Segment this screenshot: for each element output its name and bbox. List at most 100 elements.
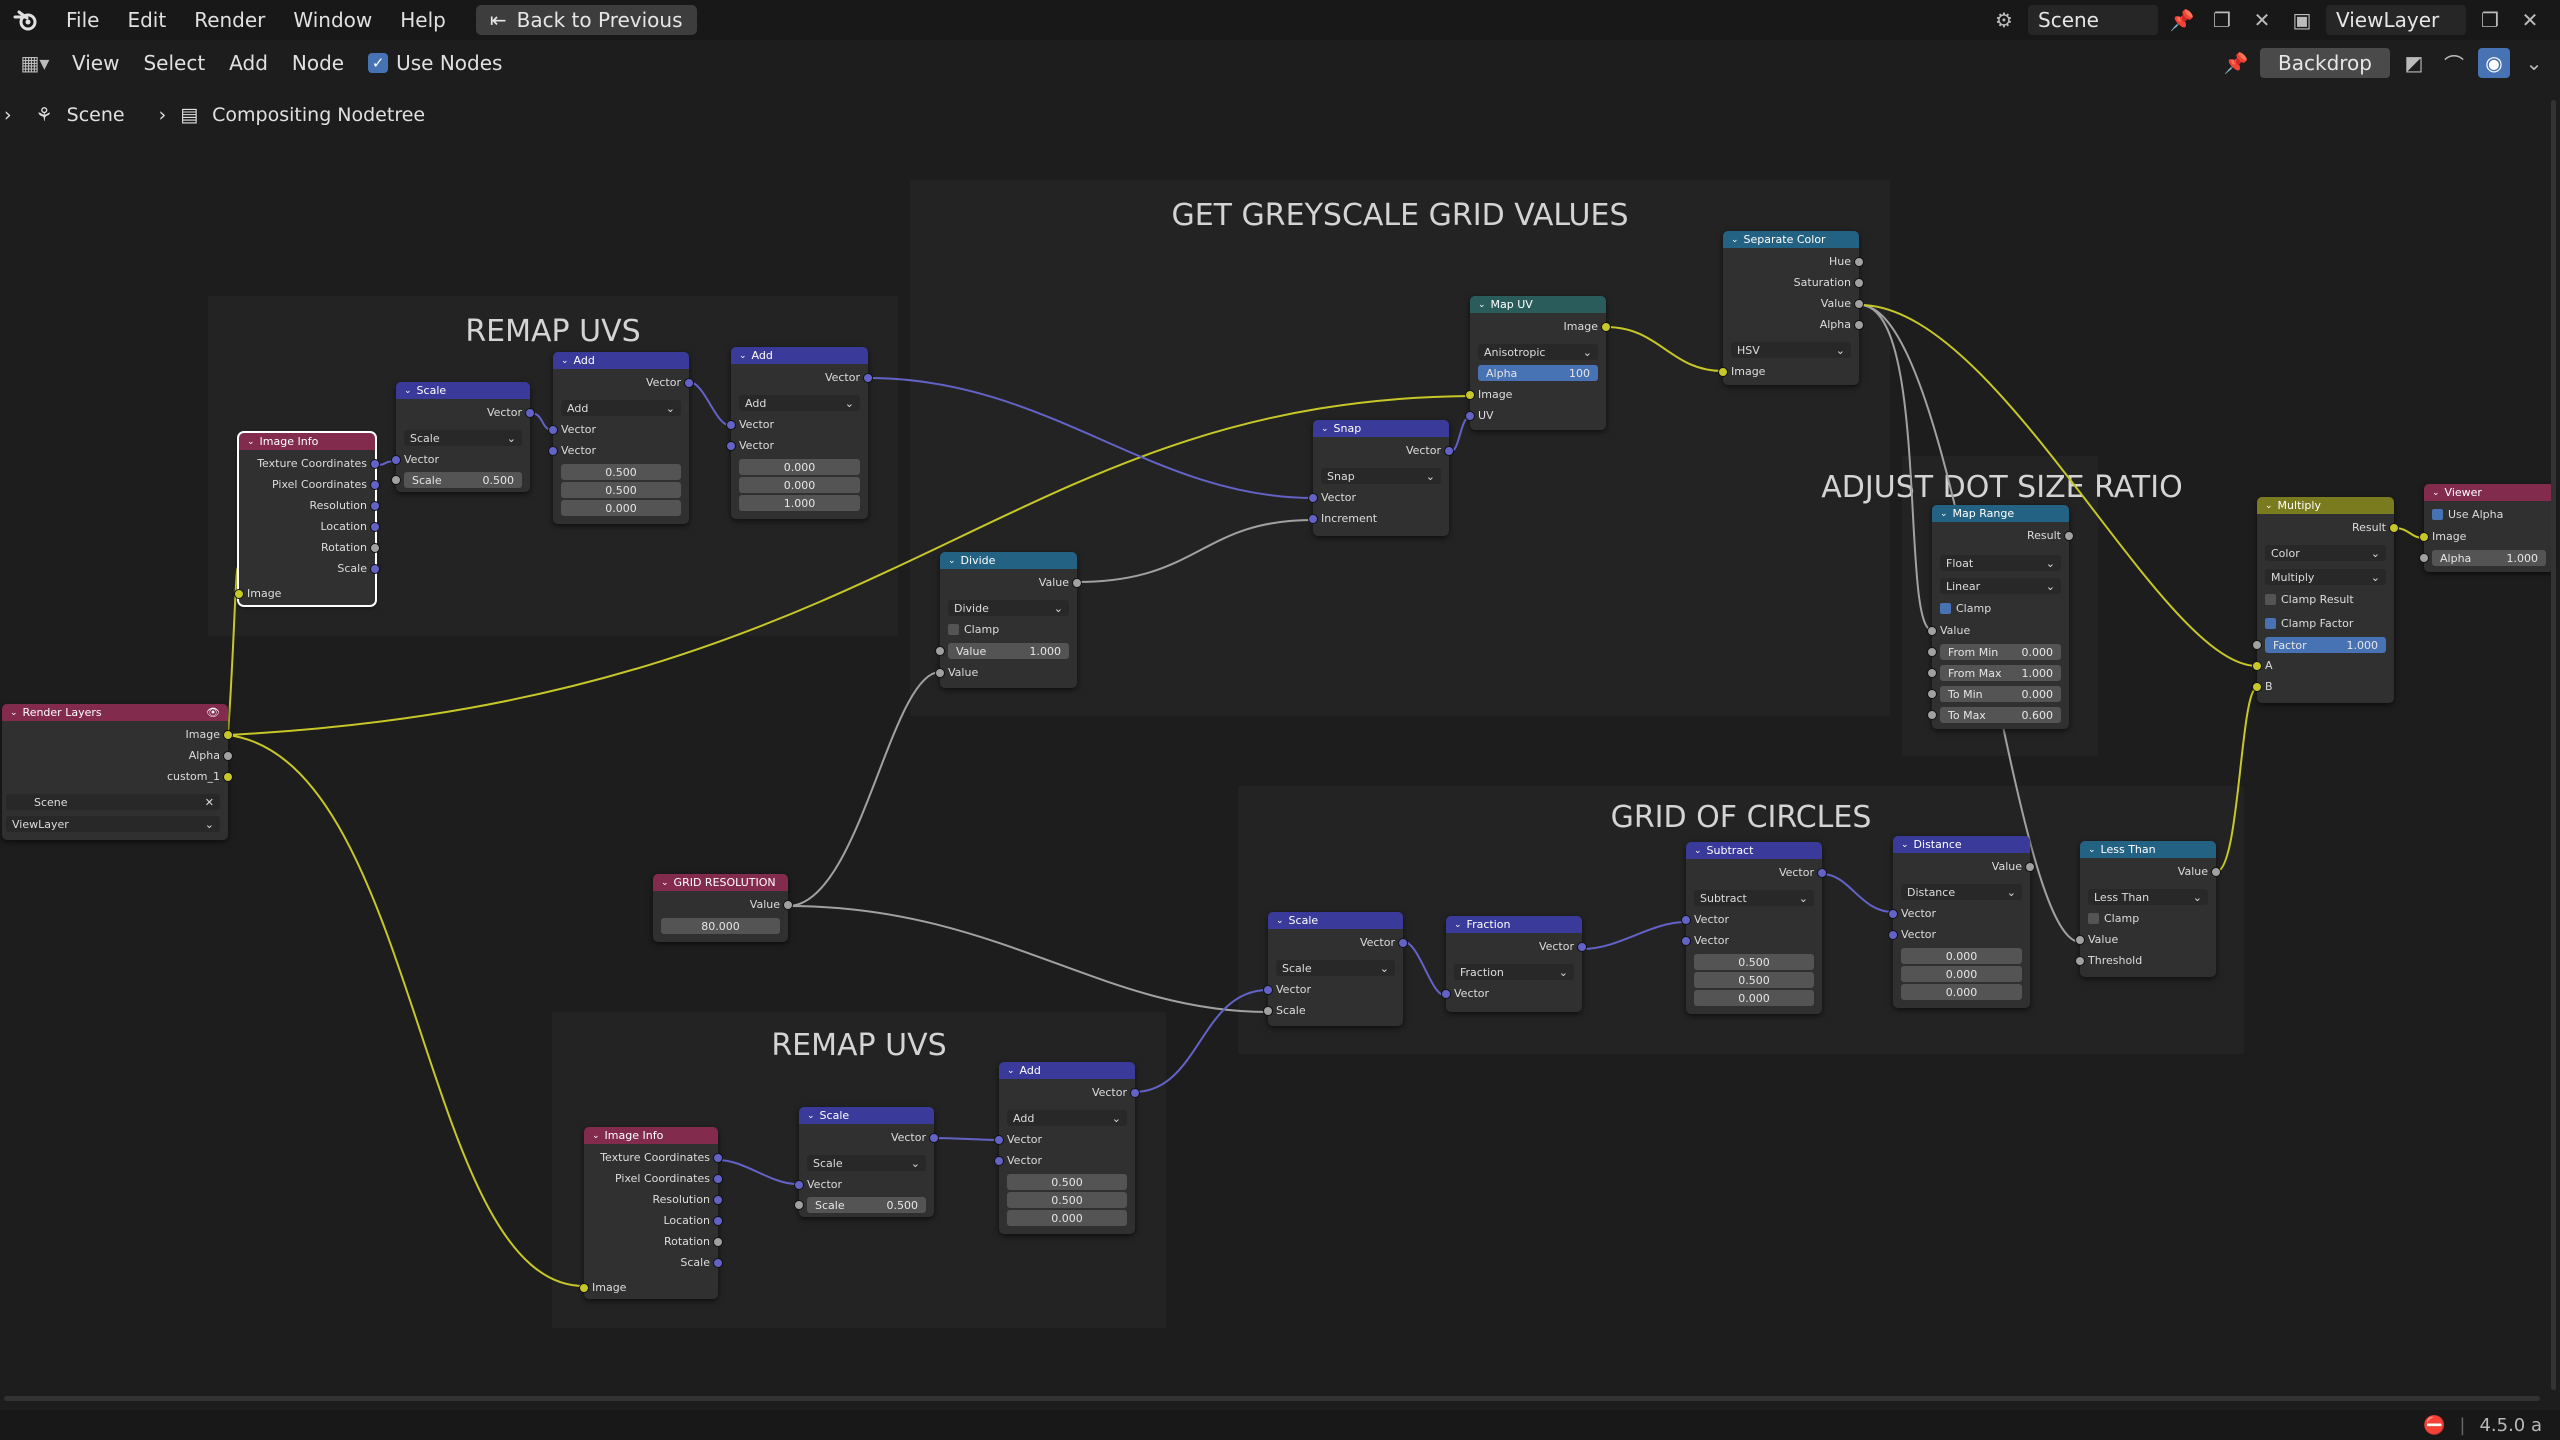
node-fraction[interactable]: ⌄Fraction Vector Fraction⌄ Vector	[1441, 916, 1587, 1012]
view-layer-icon[interactable]: ▣	[2292, 8, 2312, 32]
x-field[interactable]: 0.500	[1007, 1174, 1127, 1190]
new-view-layer-icon[interactable]: ❐	[2481, 8, 2499, 32]
socket-in[interactable]	[1308, 493, 1318, 503]
y-field[interactable]: 0.000	[739, 477, 860, 493]
socket-in[interactable]	[726, 420, 736, 430]
scene-select[interactable]: Scene✕	[6, 794, 220, 810]
socket-out[interactable]	[370, 501, 380, 511]
socket-in[interactable]	[1927, 626, 1937, 636]
clamp-result-toggle[interactable]: Clamp Result	[2265, 591, 2386, 608]
menu-edit[interactable]: Edit	[127, 8, 167, 32]
pin-icon[interactable]: 📌	[2223, 51, 2249, 75]
y-field[interactable]: 0.000	[1901, 966, 2022, 982]
mode-select[interactable]: Divide⌄	[948, 600, 1069, 616]
header-select[interactable]: Select	[143, 51, 206, 75]
horizontal-scrollbar[interactable]	[4, 1396, 2540, 1401]
x-field[interactable]: 0.000	[739, 459, 860, 475]
socket-in[interactable]	[1681, 915, 1691, 925]
menu-help[interactable]: Help	[400, 8, 446, 32]
node-render-layers[interactable]: ⌄Render Layers👁 Image Alpha custom_1 Sce…	[2, 704, 233, 840]
clamp-toggle[interactable]: Clamp	[1940, 600, 2061, 617]
socket-in[interactable]	[548, 425, 558, 435]
socket-in[interactable]	[1718, 367, 1728, 377]
remove-scene-icon[interactable]: ✕	[2253, 8, 2271, 32]
socket-alpha-out[interactable]	[223, 751, 233, 761]
socket-in[interactable]	[1927, 647, 1937, 657]
chevron-down-icon[interactable]: ⌄	[2525, 51, 2543, 75]
socket-in[interactable]	[994, 1135, 1004, 1145]
socket-out[interactable]	[1854, 278, 1864, 288]
socket-out[interactable]	[713, 1216, 723, 1226]
snap-icon[interactable]: ⌒	[2444, 52, 2464, 77]
socket-out[interactable]	[370, 459, 380, 469]
socket-in[interactable]	[1465, 390, 1475, 400]
mode-select[interactable]: Subtract⌄	[1694, 890, 1814, 906]
socket-in[interactable]	[2075, 956, 2085, 966]
menu-window[interactable]: Window	[293, 8, 373, 32]
socket-out[interactable]	[1444, 446, 1454, 456]
socket-in[interactable]	[391, 455, 401, 465]
backdrop-button[interactable]: Backdrop	[2260, 48, 2390, 78]
socket-custom-out[interactable]	[223, 772, 233, 782]
y-field[interactable]: 0.500	[561, 482, 681, 498]
value-field[interactable]: 80.000	[661, 918, 780, 934]
socket-in[interactable]	[2252, 640, 2262, 650]
socket-out[interactable]	[2064, 531, 2074, 541]
z-field[interactable]: 0.000	[1007, 1210, 1127, 1226]
mode-select[interactable]: Add⌄	[739, 395, 860, 411]
socket-out[interactable]	[2389, 523, 2399, 533]
z-field[interactable]: 0.000	[1694, 990, 1814, 1006]
z-field[interactable]: 1.000	[739, 495, 860, 511]
node-image-info-bottom[interactable]: ⌄Image Info Texture Coordinates Pixel Co…	[579, 1127, 723, 1299]
network-icon[interactable]: ⛔	[2422, 1414, 2446, 1436]
view-layer-field[interactable]: ViewLayer	[2326, 5, 2466, 35]
socket-in[interactable]	[726, 441, 736, 451]
socket-out[interactable]	[2211, 867, 2221, 877]
socket-out[interactable]	[863, 373, 873, 383]
socket-out[interactable]	[713, 1258, 723, 1268]
socket-in[interactable]	[1263, 985, 1273, 995]
menu-render[interactable]: Render	[194, 8, 266, 32]
socket-out[interactable]	[1854, 299, 1864, 309]
mode-select[interactable]: Multiply⌄	[2265, 569, 2386, 585]
socket-out[interactable]	[713, 1237, 723, 1247]
breadcrumb-scene[interactable]: Scene	[66, 104, 125, 126]
pin-icon[interactable]: 📌	[2169, 8, 2195, 32]
mode-select[interactable]: Less Than⌄	[2088, 889, 2208, 905]
y-field[interactable]: 0.500	[1694, 972, 1814, 988]
type-select[interactable]: Color⌄	[2265, 545, 2386, 561]
socket-in[interactable]	[579, 1283, 589, 1293]
chevron-right-icon[interactable]: ›	[4, 104, 12, 126]
node-multiply[interactable]: ⌄Multiply Result Color⌄ Multiply⌄ Clamp …	[2252, 497, 2399, 703]
node-add-2[interactable]: ⌄Add Vector Add⌄ Vector Vector 0.000 0.0…	[726, 347, 873, 519]
scene-field[interactable]: Scene	[2028, 5, 2158, 35]
use-nodes-toggle[interactable]: ✓Use Nodes	[356, 51, 514, 75]
socket-out[interactable]	[713, 1153, 723, 1163]
node-grid-resolution[interactable]: ⌄GRID RESOLUTION Value 80.000	[653, 874, 793, 942]
node-scale-grid[interactable]: ⌄Scale Vector Scale⌄ Vector Scale	[1263, 912, 1408, 1026]
channels-icon[interactable]: ◩	[2404, 51, 2424, 75]
socket-in[interactable]	[2419, 553, 2429, 563]
socket-in[interactable]	[2252, 682, 2262, 692]
node-distance[interactable]: ⌄Distance Value Distance⌄ Vector Vector …	[1888, 836, 2035, 1008]
socket-out[interactable]	[370, 522, 380, 532]
socket-in[interactable]	[2075, 935, 2085, 945]
socket-in[interactable]	[935, 646, 945, 656]
socket-out[interactable]	[713, 1174, 723, 1184]
clamp-factor-toggle[interactable]: Clamp Factor	[2265, 615, 2386, 632]
socket-in[interactable]	[1927, 689, 1937, 699]
socket-in[interactable]	[1927, 710, 1937, 720]
x-field[interactable]: 0.500	[1694, 954, 1814, 970]
socket-in[interactable]	[1308, 514, 1318, 524]
socket-out[interactable]	[1601, 322, 1611, 332]
mode-select[interactable]: Scale⌄	[404, 430, 522, 446]
socket-in[interactable]	[2419, 532, 2429, 542]
